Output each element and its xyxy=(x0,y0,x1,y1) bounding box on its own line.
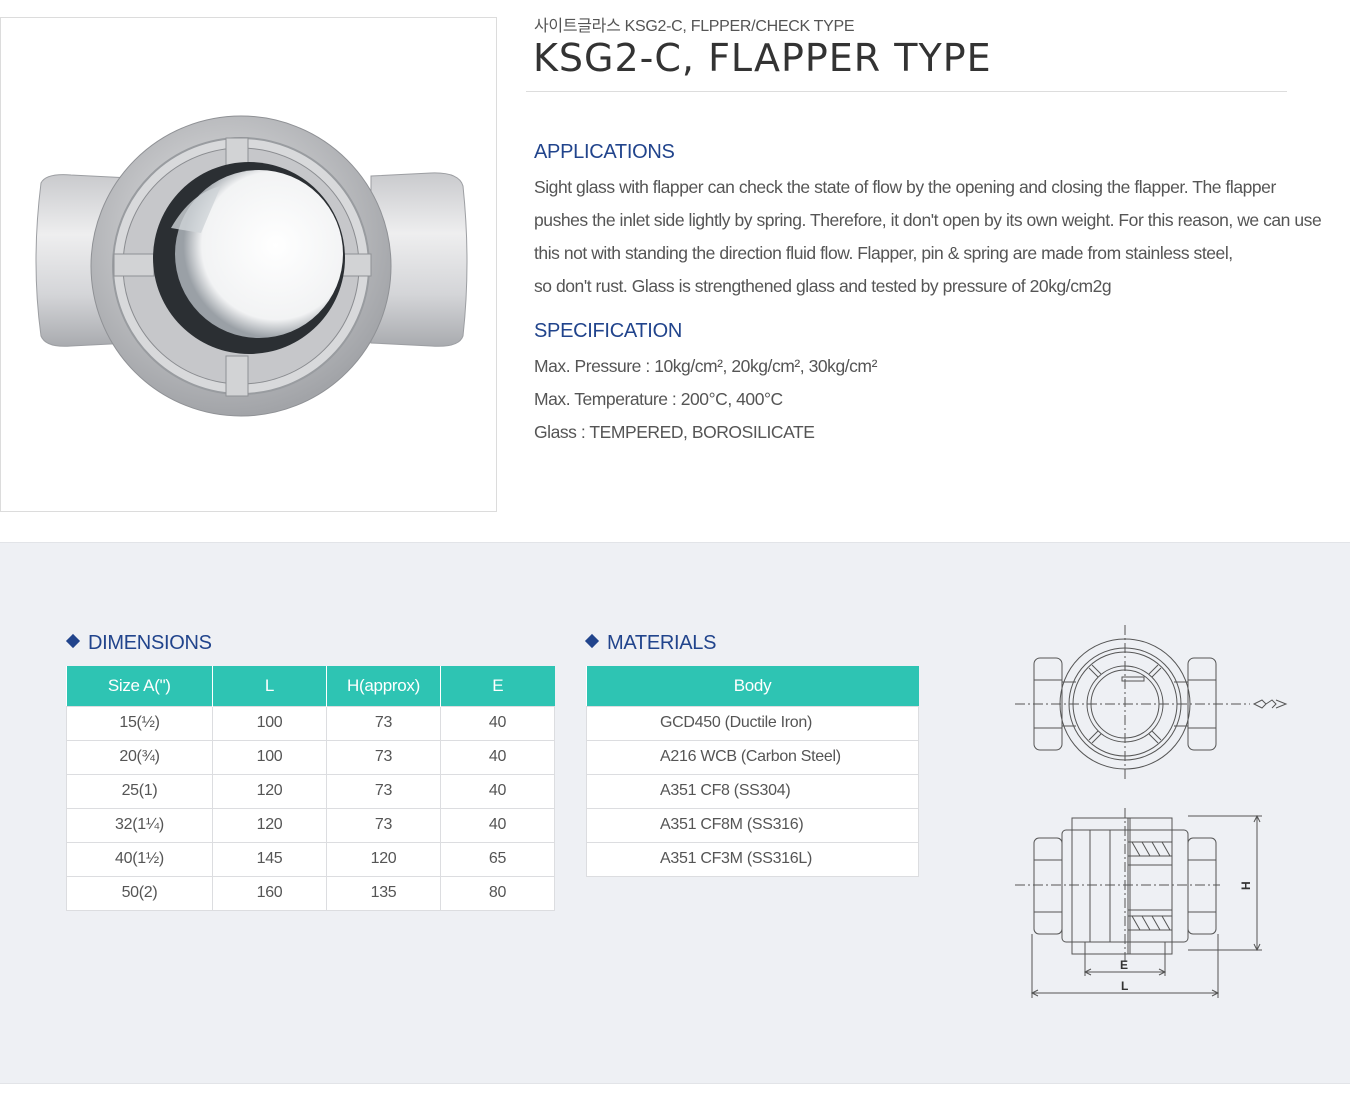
page-title: KSG2-C, FLAPPER TYPE xyxy=(533,36,992,80)
applications-line: so don't rust. Glass is strengthened gla… xyxy=(534,276,1112,296)
dimensions-heading-label: DIMENSIONS xyxy=(88,632,212,654)
product-photo xyxy=(0,17,497,512)
dimension-label-l: L xyxy=(1121,979,1128,993)
technical-drawing: H E L xyxy=(1015,625,1288,998)
table-header-row: Body xyxy=(586,666,919,706)
table-cell: 40(1½) xyxy=(66,841,213,877)
table-row: 50(2) 160 135 80 xyxy=(66,875,555,911)
table-row: 40(1½) 145 120 65 xyxy=(66,841,555,877)
table-row: 15(½) 100 73 40 xyxy=(66,705,555,741)
table-cell: GCD450 (Ductile Iron) xyxy=(586,705,919,741)
diamond-bullet-icon xyxy=(584,633,600,649)
table-row: A351 CF8 (SS304) xyxy=(586,773,919,809)
table-cell: 160 xyxy=(212,875,327,911)
table-cell: A351 CF8 (SS304) xyxy=(586,773,919,809)
table-row: A351 CF8M (SS316) xyxy=(586,807,919,843)
table-header-row: Size A(") L H(approx) E xyxy=(66,666,555,706)
table-cell: 20(¾) xyxy=(66,739,213,775)
table-cell: 73 xyxy=(326,773,441,809)
table-cell: 120 xyxy=(212,807,327,843)
table-cell: 100 xyxy=(212,705,327,741)
table-cell: 25(1) xyxy=(66,773,213,809)
table-cell: 73 xyxy=(326,705,441,741)
table-row: 20(¾) 100 73 40 xyxy=(66,739,555,775)
dimensions-heading: DIMENSIONS xyxy=(65,632,212,655)
applications-line: this not with standing the direction flu… xyxy=(534,243,1233,263)
table-cell: 40 xyxy=(440,739,555,775)
table-cell: 135 xyxy=(326,875,441,911)
table-cell: 100 xyxy=(212,739,327,775)
column-header: E xyxy=(440,666,555,706)
table-cell: 120 xyxy=(326,841,441,877)
title-divider xyxy=(526,91,1287,92)
table-cell: 40 xyxy=(440,705,555,741)
product-subtitle: 사이트글라스 KSG2-C, FLPPER/CHECK TYPE xyxy=(534,18,855,35)
table-row: GCD450 (Ductile Iron) xyxy=(586,705,919,741)
dimension-label-e: E xyxy=(1120,958,1128,972)
table-cell: 50(2) xyxy=(66,875,213,911)
table-cell: 120 xyxy=(212,773,327,809)
applications-line: pushes the inlet side lightly by spring.… xyxy=(534,210,1322,230)
table-cell: 40 xyxy=(440,773,555,809)
column-header: H(approx) xyxy=(326,666,441,706)
table-cell: 32(1¼) xyxy=(66,807,213,843)
materials-table: Body GCD450 (Ductile Iron) A216 WCB (Car… xyxy=(586,666,919,877)
applications-heading: APPLICATIONS xyxy=(534,141,675,163)
table-cell: 145 xyxy=(212,841,327,877)
table-cell: A351 CF8M (SS316) xyxy=(586,807,919,843)
table-cell: 15(½) xyxy=(66,705,213,741)
spec-temperature: Max. Temperature : 200°C, 400°C xyxy=(534,389,783,409)
materials-heading: MATERIALS xyxy=(584,632,717,655)
diamond-bullet-icon xyxy=(65,633,81,649)
table-cell: A351 CF3M (SS316L) xyxy=(586,841,919,877)
dimensions-table: Size A(") L H(approx) E 15(½) 100 73 40 … xyxy=(66,666,555,911)
drawing-section-view: H E L xyxy=(1015,808,1262,998)
column-header: L xyxy=(212,666,327,706)
table-cell: 73 xyxy=(326,739,441,775)
specification-heading: SPECIFICATION xyxy=(534,320,682,342)
dimension-label-h: H xyxy=(1239,881,1253,890)
column-header: Body xyxy=(586,666,919,706)
table-cell: 73 xyxy=(326,807,441,843)
spec-glass: Glass : TEMPERED, BOROSILICATE xyxy=(534,422,815,442)
table-row: A216 WCB (Carbon Steel) xyxy=(586,739,919,775)
table-cell: A216 WCB (Carbon Steel) xyxy=(586,739,919,775)
spec-pressure: Max. Pressure : 10kg/cm², 20kg/cm², 30kg… xyxy=(534,356,877,376)
table-cell: 65 xyxy=(440,841,555,877)
table-row: A351 CF3M (SS316L) xyxy=(586,841,919,877)
table-row: 25(1) 120 73 40 xyxy=(66,773,555,809)
table-row: 32(1¼) 120 73 40 xyxy=(66,807,555,843)
applications-line: Sight glass with flapper can check the s… xyxy=(534,177,1276,197)
table-cell: 40 xyxy=(440,807,555,843)
table-cell: 80 xyxy=(440,875,555,911)
drawing-front-view xyxy=(1015,625,1288,780)
materials-heading-label: MATERIALS xyxy=(607,632,717,654)
sight-glass-illustration xyxy=(35,115,468,417)
column-header: Size A(") xyxy=(66,666,213,706)
